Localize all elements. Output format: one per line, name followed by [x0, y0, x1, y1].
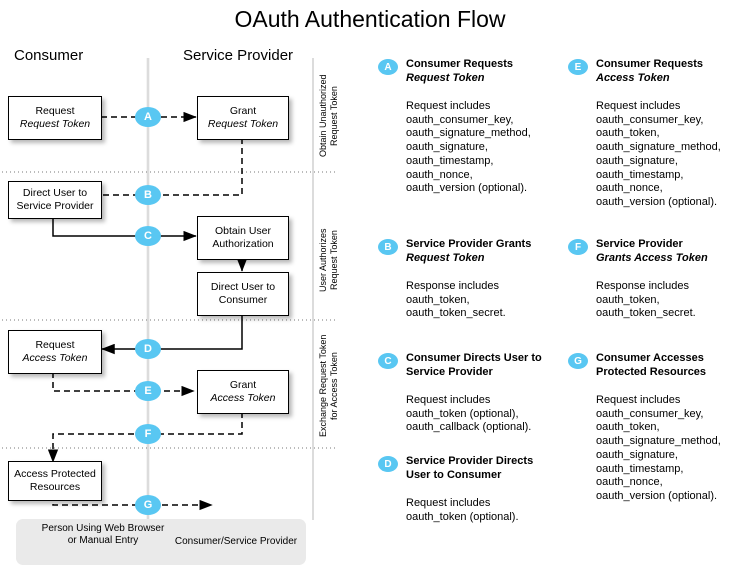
lane-label-exchange-request-token: Exchange Request Token for Access Token	[318, 334, 339, 438]
lane-label-obtain-unauthorized-request-token: Obtain Unauthorized Request Token	[318, 74, 339, 158]
step-heading-g: Consumer Accesses Protected Resources	[596, 352, 706, 379]
step-heading-line2: User to Consumer	[406, 468, 502, 481]
legend-person-line1: Person Using Web Browser	[41, 523, 165, 534]
step-badge-a[interactable]: A	[135, 107, 161, 127]
flow-box-line2: Request Token	[19, 118, 91, 130]
flow-box-obtain-user-authorization[interactable]: Obtain User Authorization	[197, 216, 289, 260]
column-header-service-provider: Service Provider	[183, 47, 294, 64]
step-letter-badge-f: F	[568, 239, 588, 255]
step-heading-line2: Protected Resources	[596, 365, 707, 378]
step-heading-line2: Service Provider	[406, 365, 493, 378]
step-badge-e[interactable]: E	[135, 381, 161, 401]
flow-box-grant-access-token[interactable]: Grant Access Token	[197, 370, 289, 414]
page-title: OAuth Authentication Flow	[234, 6, 506, 32]
step-heading-a: Consumer Requests Request Token	[406, 58, 513, 85]
flow-box-line1: Request	[35, 339, 75, 351]
flow-box-line1: Request	[35, 105, 75, 117]
step-heading-e: Consumer Requests Access Token	[596, 58, 703, 85]
flow-box-request-request-token[interactable]: Request Request Token	[8, 96, 102, 140]
step-heading-line2: Access Token	[596, 71, 670, 84]
flow-box-line1: Access Protected	[14, 468, 96, 480]
flow-box-line1: Direct User to	[22, 187, 88, 199]
flow-box-line2: Access Token	[210, 392, 276, 404]
step-heading-d: Service Provider Directs User to Consume…	[406, 455, 533, 482]
step-heading-b: Service Provider Grants Request Token	[406, 238, 531, 265]
step-heading-c: Consumer Directs User to Service Provide…	[406, 352, 542, 379]
flow-box-line1: Grant	[229, 105, 257, 117]
flow-box-request-access-token[interactable]: Request Access Token	[8, 330, 102, 374]
diagram-legend: Person Using Web Browser or Manual Entry…	[16, 519, 306, 565]
step-badge-f[interactable]: F	[135, 424, 161, 444]
flow-box-access-protected-resources[interactable]: Access Protected Resources	[8, 461, 102, 501]
step-letter-badge-a: A	[378, 59, 398, 75]
step-badge-d[interactable]: D	[135, 339, 161, 359]
step-body-g: Request includes oauth_consumer_key, oau…	[596, 394, 721, 502]
step-heading-f: Service Provider Grants Access Token	[596, 238, 708, 265]
step-heading-line1: Consumer Directs User to	[406, 352, 542, 364]
step-body-a: Request includes oauth_consumer_key, oau…	[406, 100, 531, 195]
step-body-b: Response includes oauth_token, oauth_tok…	[406, 280, 506, 320]
flow-box-direct-user-to-service-provider[interactable]: Direct User to Service Provider	[8, 181, 102, 219]
step-body-c: Request includes oauth_token (optional),…	[406, 394, 532, 434]
step-heading-line2: Request Token	[406, 71, 485, 84]
flow-box-line2: Request Token	[207, 118, 279, 130]
step-heading-line1: Consumer Requests	[596, 58, 703, 70]
step-heading-line2: Request Token	[406, 251, 485, 264]
legend-person-line2: or Manual Entry	[67, 535, 139, 546]
flow-box-line1: Grant	[229, 379, 257, 391]
flow-box-line1: Direct User to	[210, 281, 276, 293]
step-badge-g[interactable]: G	[135, 495, 161, 515]
legend-machine-label: Consumer/Service Provider	[174, 536, 298, 547]
flow-box-grant-request-token[interactable]: Grant Request Token	[197, 96, 289, 140]
step-heading-line2: Grants Access Token	[596, 251, 708, 264]
flow-box-line2: Service Provider	[16, 200, 94, 212]
step-badge-c[interactable]: C	[135, 226, 161, 246]
step-heading-line1: Service Provider	[596, 238, 683, 250]
legend-person-label: Person Using Web Browser or Manual Entry	[28, 523, 178, 547]
lane-label-user-authorizes-request-token: User Authorizes Request Token	[318, 228, 339, 292]
step-body-f: Response includes oauth_token, oauth_tok…	[596, 280, 696, 320]
step-letter-badge-b: B	[378, 239, 398, 255]
flow-box-line2: Authorization	[212, 238, 274, 250]
flow-box-line1: Obtain User	[214, 225, 272, 237]
step-heading-line1: Consumer Requests	[406, 58, 513, 70]
flow-box-line2: Resources	[29, 481, 81, 493]
step-letter-badge-c: C	[378, 353, 398, 369]
step-heading-line1: Service Provider Grants	[406, 238, 532, 250]
step-letter-badge-e: E	[568, 59, 588, 75]
step-body-d: Request includes oauth_token (optional).	[406, 497, 519, 523]
step-letter-badge-d: D	[378, 456, 398, 472]
flow-box-line2: Consumer	[218, 294, 268, 306]
step-heading-line1: Service Provider Directs	[406, 455, 534, 467]
flow-box-direct-user-to-consumer[interactable]: Direct User to Consumer	[197, 272, 289, 316]
step-letter-badge-g: G	[568, 353, 588, 369]
step-heading-line1: Consumer Accesses	[596, 352, 704, 364]
step-badge-b[interactable]: B	[135, 185, 161, 205]
flow-box-line2: Access Token	[22, 352, 88, 364]
step-body-e: Request includes oauth_consumer_key, oau…	[596, 100, 721, 208]
column-header-consumer: Consumer	[14, 47, 84, 64]
